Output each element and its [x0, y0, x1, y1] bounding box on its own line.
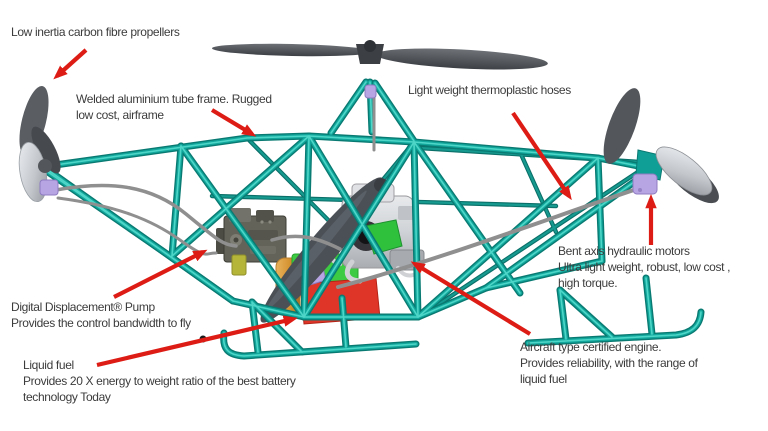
top-rotor — [212, 40, 548, 99]
label-line: Aircraft type certified engine. — [520, 340, 662, 354]
label-line: Low inertia carbon fibre propellers — [11, 25, 180, 39]
label-line: low cost, airframe — [76, 107, 164, 122]
pump-assembly — [216, 208, 287, 263]
label-line: Digital Displacement® Pump — [11, 300, 155, 314]
arrow-frame — [210, 108, 257, 137]
label-engine: Aircraft type certified engine. Provides… — [520, 340, 698, 387]
left-hydraulic-motor — [39, 179, 59, 196]
label-line: Liquid fuel — [23, 358, 74, 372]
label-frame: Welded aluminium tube frame. Rugged low … — [76, 92, 272, 124]
label-line: Provides reliability, with the range of — [520, 355, 698, 370]
label-line: Light weight thermoplastic hoses — [408, 83, 571, 97]
top-hydraulic-motor — [364, 84, 377, 99]
label-line: technology Today — [23, 389, 111, 404]
label-line: Welded aluminium tube frame. Rugged — [76, 92, 272, 106]
arrow-propellers — [53, 48, 88, 80]
label-line: high torque. — [558, 275, 618, 290]
arrow-hoses — [511, 111, 572, 201]
label-line: Bent axis hydraulic motors — [558, 244, 690, 258]
arrow-engine — [410, 261, 532, 336]
label-line: Provides the control bandwidth to fly — [11, 315, 191, 330]
arrow-fuel — [96, 315, 298, 368]
label-pump: Digital Displacement® Pump Provides the … — [11, 300, 191, 332]
label-propellers: Low inertia carbon fibre propellers — [11, 25, 180, 41]
label-motors: Bent axis hydraulic motors Ultra light w… — [558, 244, 730, 291]
annotation-arrows — [53, 48, 657, 368]
left-rotor — [18, 85, 61, 203]
label-hoses: Light weight thermoplastic hoses — [408, 83, 571, 99]
label-line: Ultra light weight, robust, low cost , — [558, 259, 731, 274]
label-line: Provides 20 X energy to weight ratio of … — [23, 373, 296, 388]
right-hydraulic-motor — [632, 173, 658, 195]
label-line: liquid fuel — [520, 371, 567, 386]
right-rotor — [603, 88, 719, 204]
arrow-pump — [113, 249, 208, 299]
label-fuel: Liquid fuel Provides 20 X energy to weig… — [23, 358, 296, 405]
